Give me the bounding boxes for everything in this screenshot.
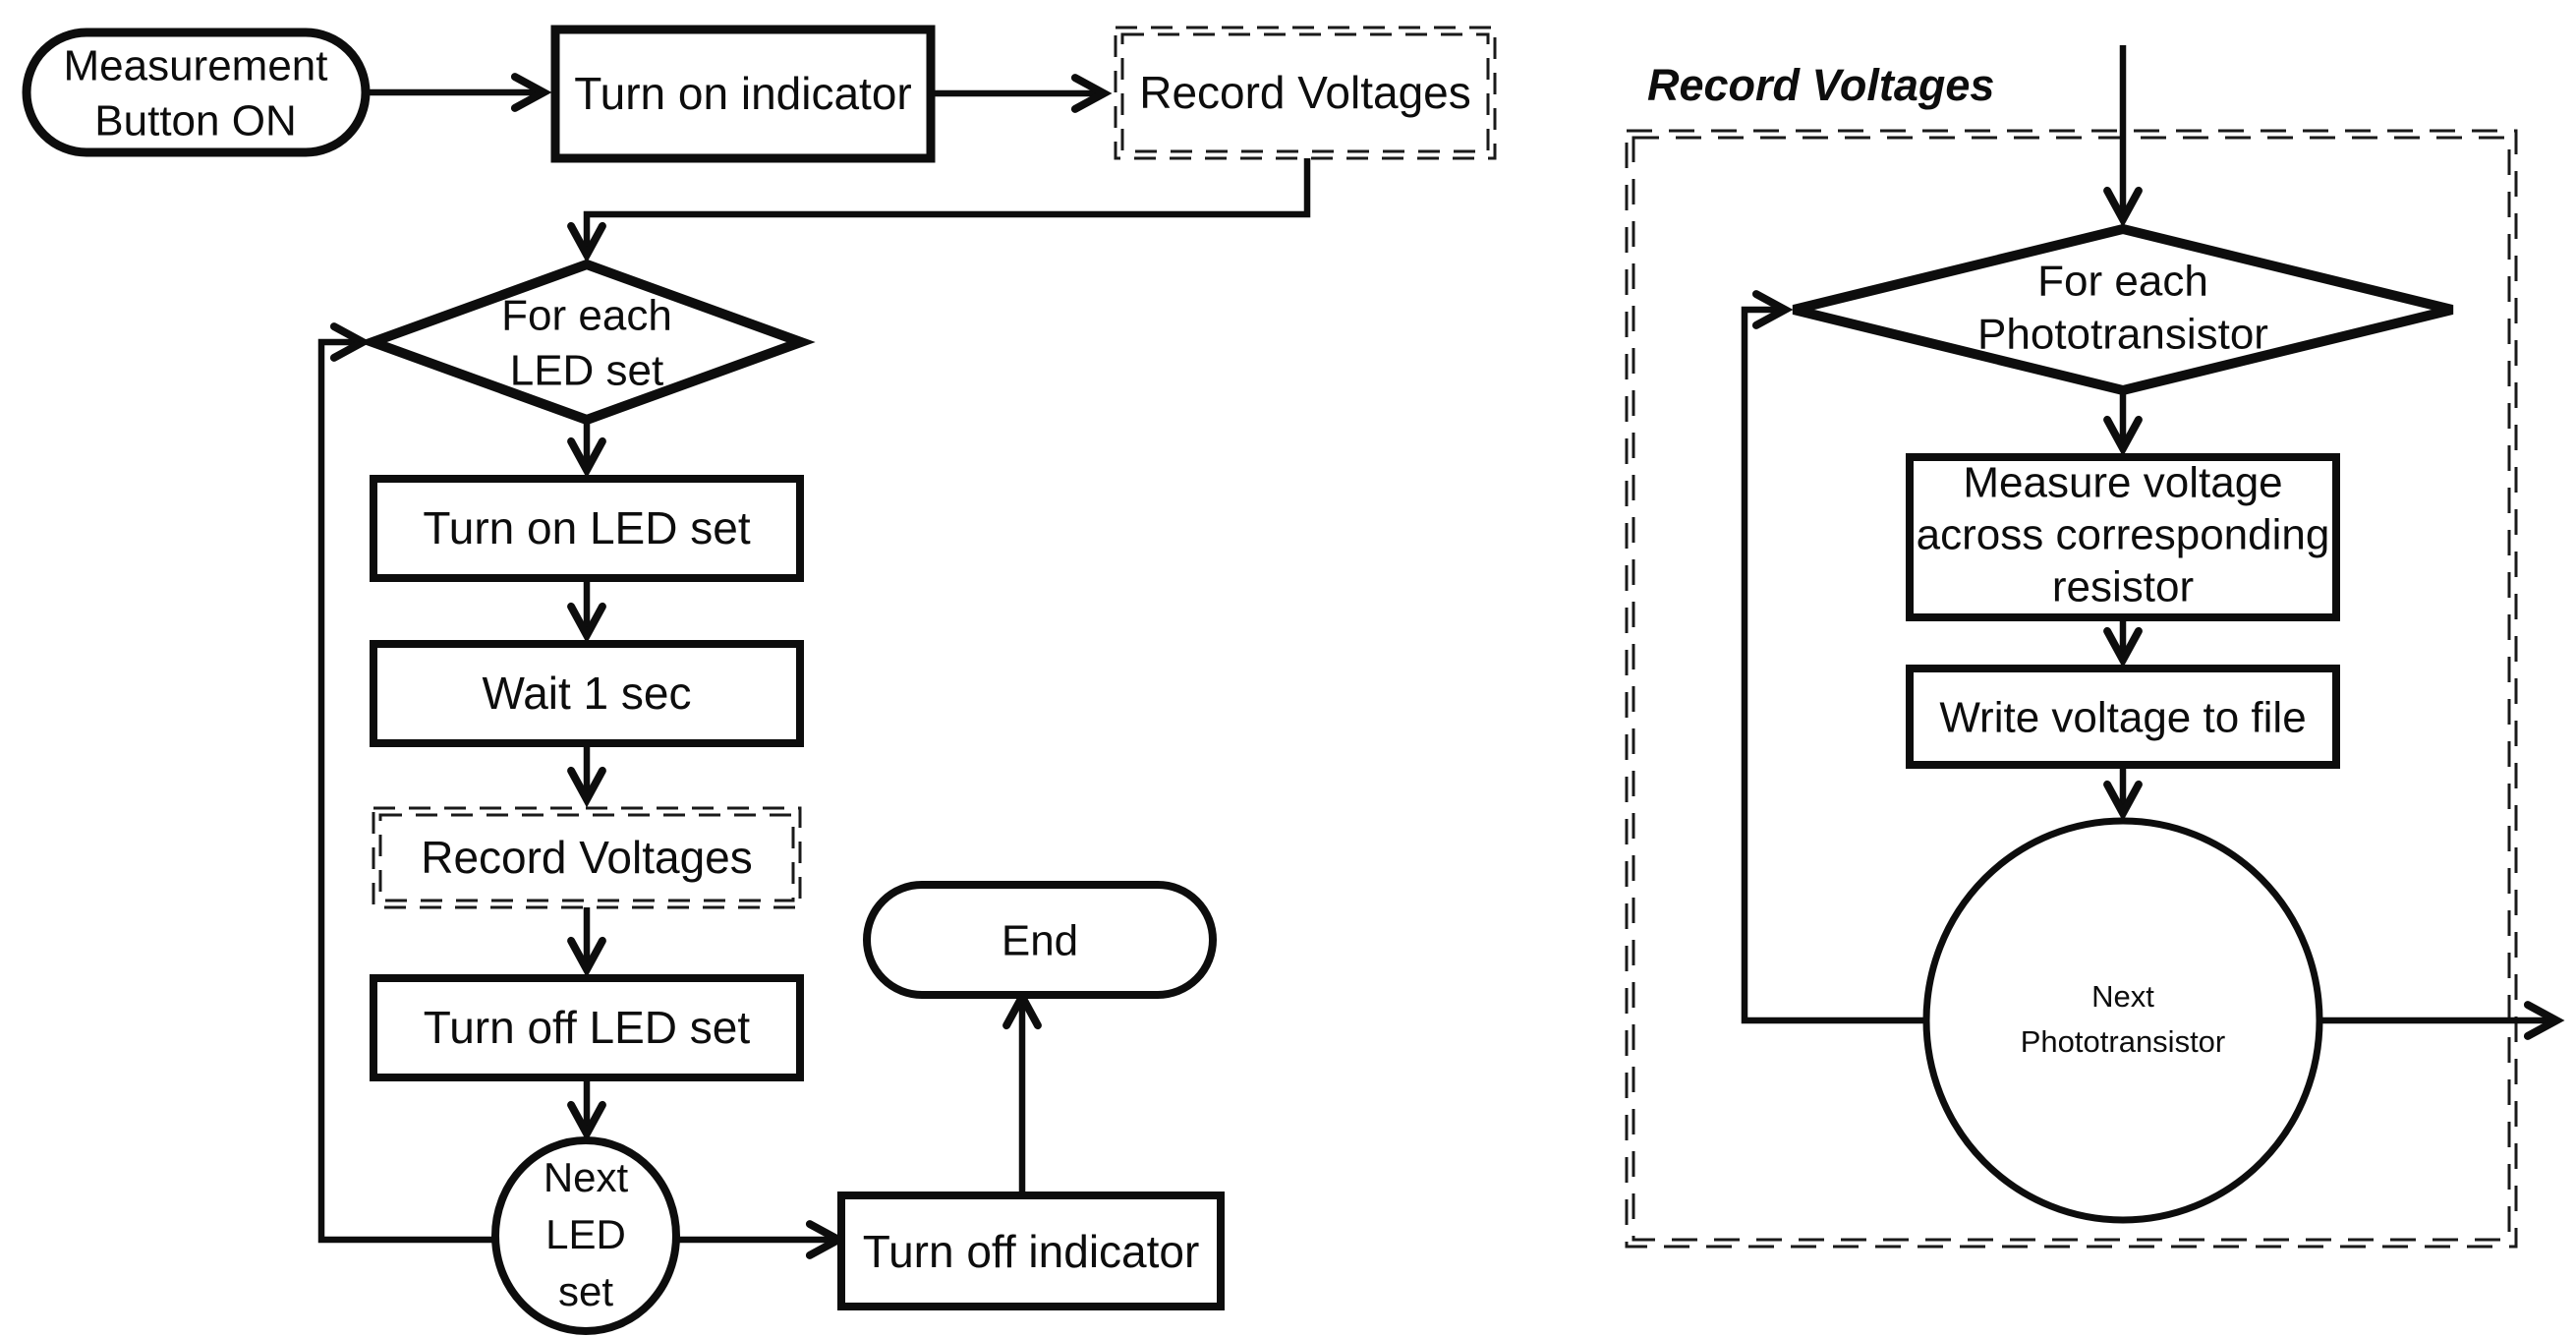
terminator-measurement-label-line1: Measurement [63,42,327,90]
process-turn-on-led-set [370,475,804,582]
subroutine-record-voltages-top-label: Record Voltages [1139,67,1471,118]
subroutine-record-voltages-top [1114,26,1497,160]
process-measure-voltage [1906,453,2340,621]
subroutine-record-voltages-top-border-inner [1120,32,1490,153]
process-write-voltage-to-file [1906,665,2340,769]
process-turn-on-indicator [550,25,936,163]
subroutine-title-label: Record Voltages [1647,60,1994,110]
subroutine-record-voltages-top-border-outer [1114,26,1497,160]
subroutine-record-voltages-inner-border-outer [372,806,802,909]
subroutine-record-voltages-inner-label: Record Voltages [421,832,753,883]
terminator-end-label: End [1002,917,1078,965]
subroutine-record-voltages-inner [372,806,802,909]
process-wait-label: Wait 1 sec [482,668,691,719]
connector-next-phototransistor-label-line1: Next [2091,979,2154,1014]
subroutine-container-border-inner [1631,136,2511,1242]
decision-for-each-led-set [358,259,816,426]
process-write-label: Write voltage to file [1939,694,2306,742]
decision-phototransistor-label-line2: Phototransistor [1977,311,2268,359]
process-turn-off-led-set [370,974,804,1081]
terminator-measurement-label-line2: Button ON [94,97,296,145]
connector-next-phototransistor-label-line2: Phototransistor [2021,1024,2226,1059]
process-turn-off-led-label: Turn off LED set [424,1002,751,1053]
process-turn-off-indicator-label: Turn off indicator [863,1226,1200,1277]
connector-next-led-label-line3: set [558,1268,613,1314]
process-turn-off-indicator [837,1192,1225,1310]
connector-next-led-set [491,1136,680,1335]
connector-next-led-label-line1: Next [544,1154,629,1200]
connector-next-phototransistor [1922,817,2323,1224]
decision-led-label-line2: LED set [510,347,664,395]
decision-led-label-line1: For each [501,292,672,340]
terminator-measurement-button-on [22,28,371,157]
connector-next-led-label-line2: LED [545,1211,626,1257]
subroutine-container-border-outer [1625,129,2518,1249]
arrow-next-phototransistor-loopback [1741,310,1928,1024]
process-measure-label-line2: across corresponding [1917,511,2330,559]
process-turn-on-led-label: Turn on LED set [423,502,750,553]
process-turn-on-indicator-label: Turn on indicator [574,68,911,119]
decision-for-each-phototransistor [1792,223,2454,396]
process-measure-label-line3: resistor [2052,563,2194,611]
terminator-end [863,881,1217,999]
arrow-next-led-loopback [317,342,497,1244]
decision-phototransistor-label-line1: For each [2037,258,2208,306]
process-measure-label-line1: Measure voltage [1963,459,2282,507]
process-wait-1-sec [370,640,804,747]
arrow-record-voltages-to-loop [587,158,1311,254]
